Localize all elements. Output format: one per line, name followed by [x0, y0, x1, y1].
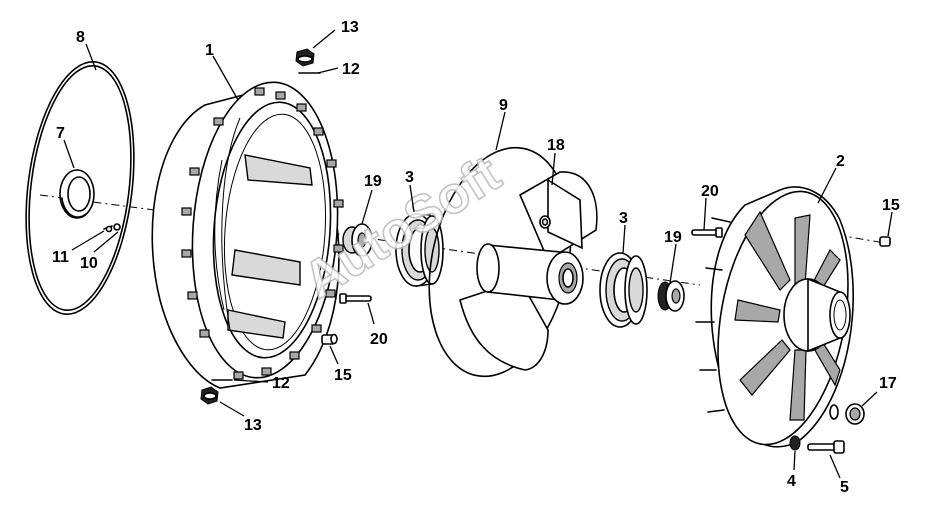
part-20-bolt-left	[339, 293, 372, 304]
part-13-12-bottom-fasteners	[200, 379, 233, 405]
part-4-washer	[789, 435, 801, 451]
part-18-rotor	[459, 171, 598, 371]
part-2-end-cover	[695, 186, 855, 448]
part-20-bolt-right	[691, 227, 723, 238]
leader-lines	[63, 29, 893, 479]
part-10-11-pins	[103, 223, 121, 233]
callout-19-left: 19	[364, 173, 382, 190]
part-19-hub-right	[657, 280, 685, 312]
callout-15-left: 15	[334, 367, 352, 384]
part-3-bearing-right	[599, 252, 648, 328]
callout-3-left: 3	[405, 169, 414, 186]
callout-20-left: 20	[370, 331, 388, 348]
callout-11: 11	[52, 249, 69, 266]
callout-8: 8	[76, 29, 85, 46]
callout-labels: 8 1 7 11 10 13 12 12 13 15 19 3 20 9 18 …	[52, 19, 900, 496]
part-15-plug-right	[879, 236, 891, 247]
callout-1: 1	[205, 42, 214, 59]
callout-13-bottom: 13	[244, 417, 262, 434]
callout-20-right: 20	[701, 183, 719, 200]
callout-13-top: 13	[341, 19, 359, 36]
callout-3-right: 3	[619, 210, 628, 227]
part-3-bearing-left	[395, 213, 444, 287]
callout-2: 2	[836, 153, 845, 170]
callout-5: 5	[840, 479, 849, 496]
callout-10: 10	[80, 255, 98, 272]
callout-15-right: 15	[882, 197, 900, 214]
part-5-bolt	[807, 440, 845, 454]
callout-12-bottom: 12	[272, 375, 290, 392]
callout-9: 9	[499, 97, 508, 114]
callout-17: 17	[879, 375, 897, 392]
part-13-12-top-fasteners	[295, 48, 321, 74]
part-7-seal	[59, 169, 95, 219]
part-17-cap	[829, 403, 865, 425]
callout-18: 18	[547, 137, 565, 154]
housing-bolt-heads	[181, 87, 344, 380]
callout-19-right: 19	[664, 229, 682, 246]
callout-7: 7	[56, 125, 65, 142]
part-15-plug-left	[321, 333, 338, 345]
part-1-housing	[151, 81, 344, 389]
callout-4: 4	[787, 473, 796, 490]
part-19-hub-left	[342, 223, 373, 257]
callout-12-top: 12	[342, 61, 360, 78]
